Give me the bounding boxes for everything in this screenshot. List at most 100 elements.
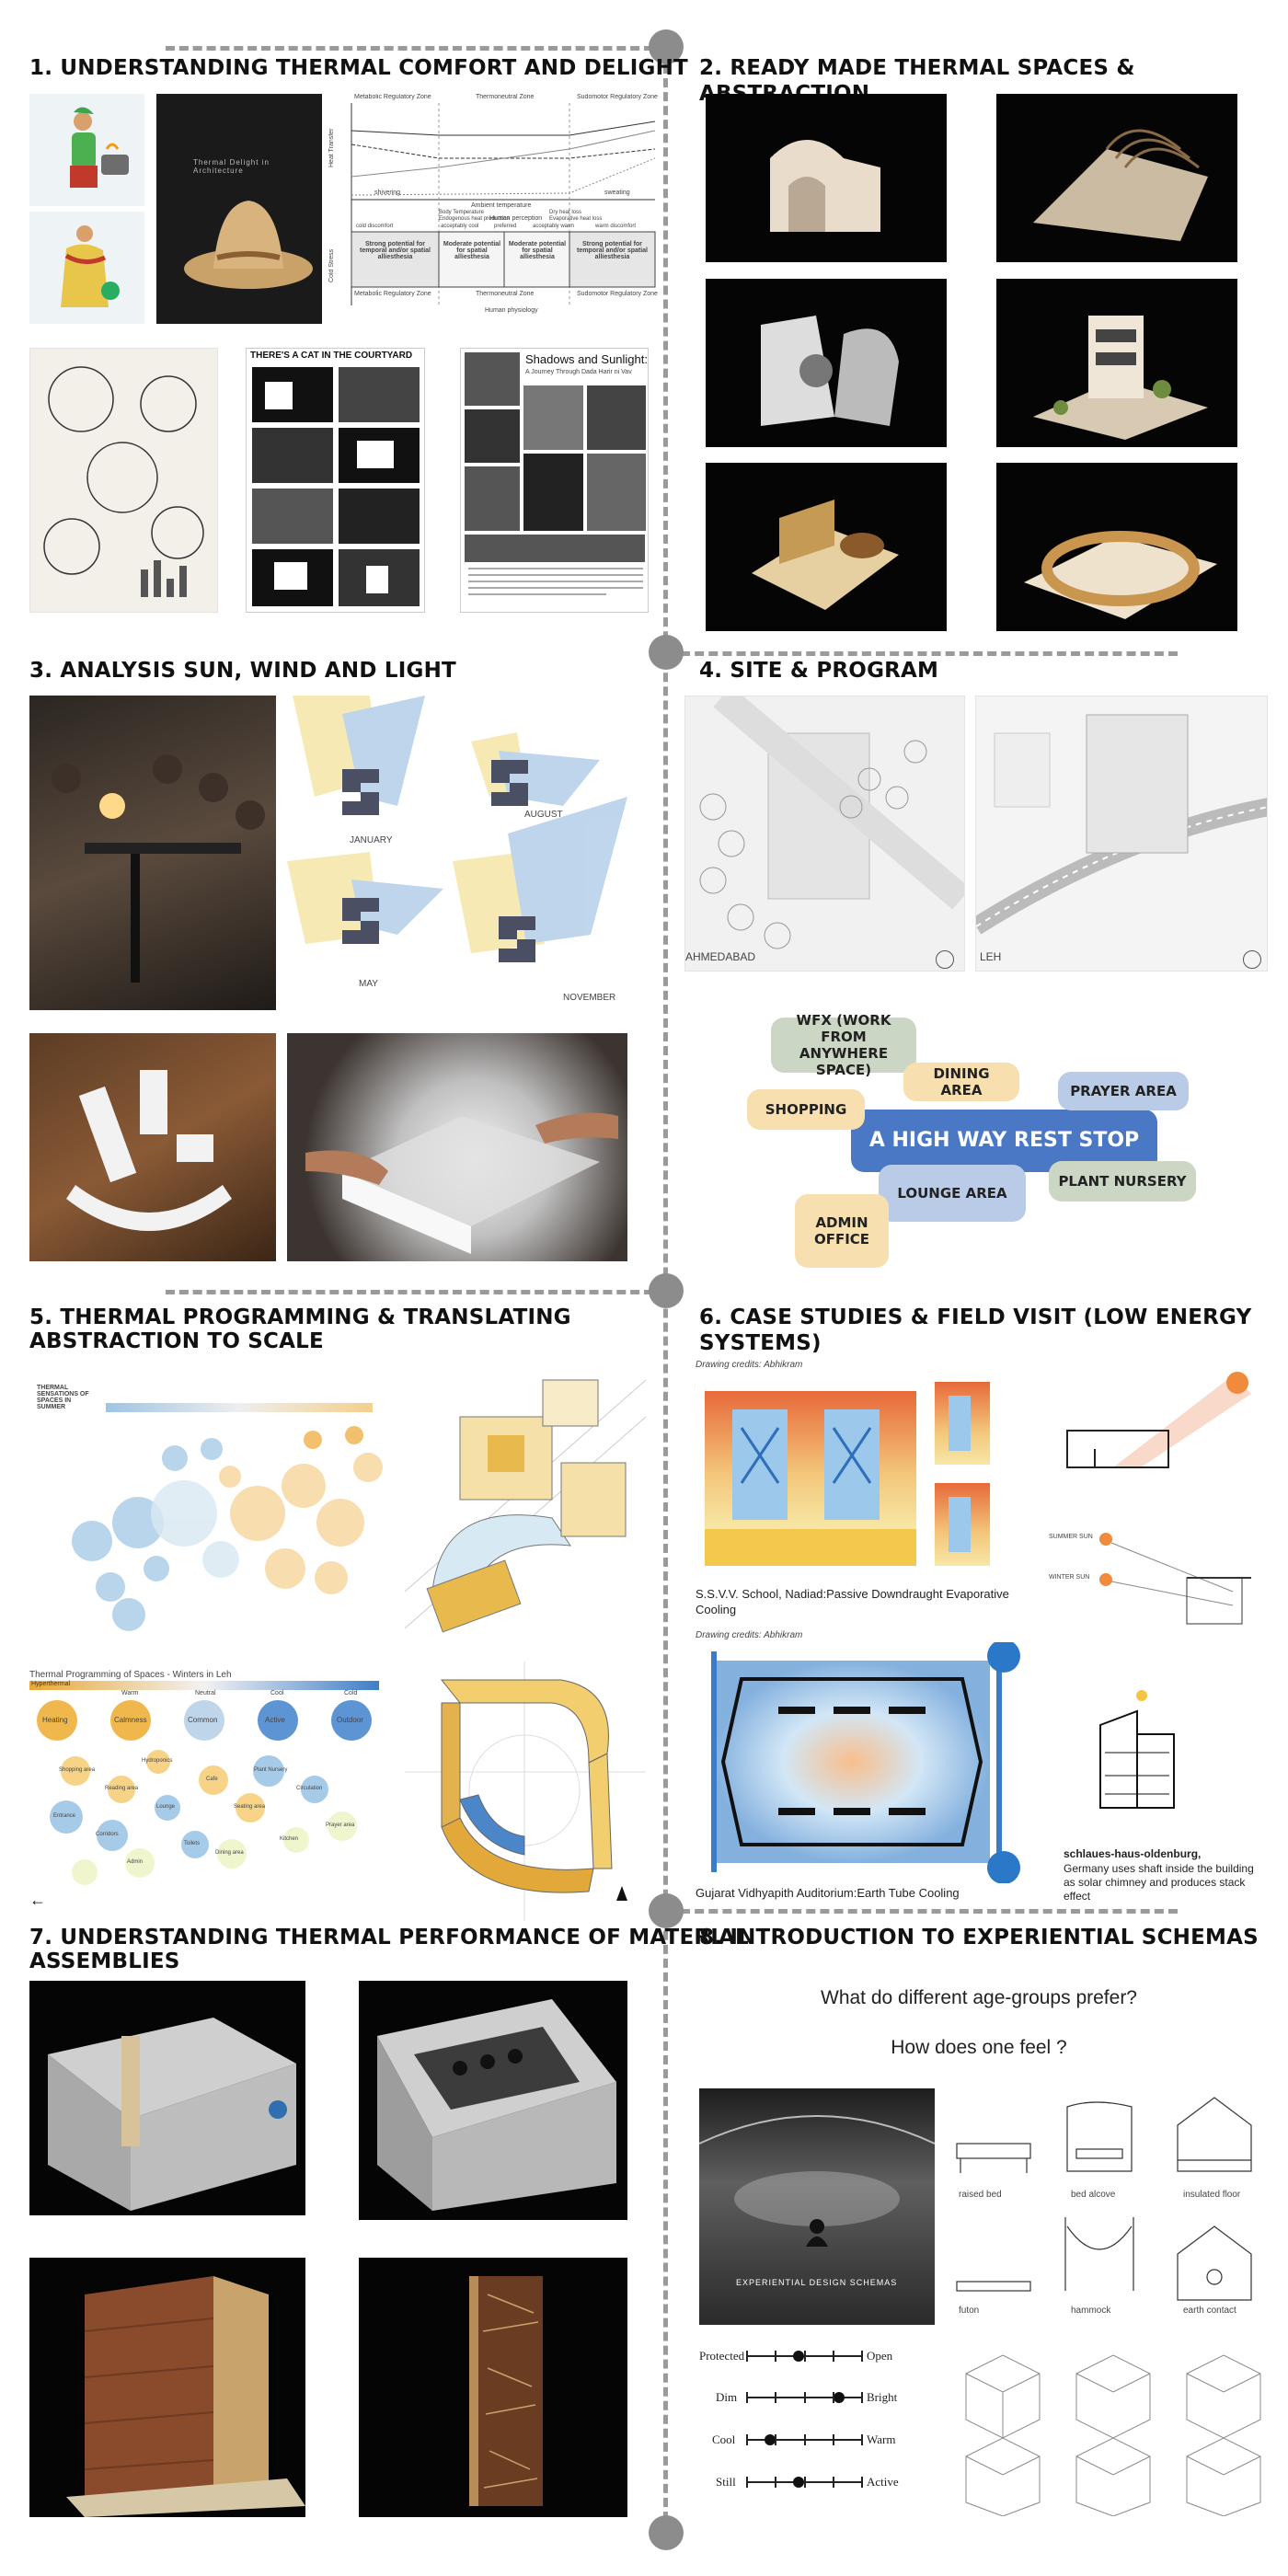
scale-label: Neutral: [195, 1690, 216, 1696]
slider-tick: [861, 2392, 863, 2403]
slider-knob[interactable]: [793, 2351, 805, 2362]
slider-left-label: Protected: [699, 2349, 745, 2363]
section-heading-1: 1. UNDERSTANDING THERMAL COMFORT AND DEL…: [29, 56, 688, 80]
zone-label: cold discomfort: [356, 224, 394, 229]
feeling-sliders: Protected Open Dim Bright Cool Warm Stil…: [699, 2337, 938, 2521]
slider-knob[interactable]: [765, 2434, 776, 2445]
leh-programming-chart: Thermal Programming of Spaces - Winters …: [29, 1670, 393, 1914]
zone-label: Cold Stress: [328, 248, 335, 282]
plan-ahmedabad-programming: [405, 1362, 646, 1645]
zone-label: Moderate potential for spatial alliesthe…: [508, 241, 567, 260]
isometric-sketches: [948, 2337, 1265, 2516]
zone-label: Dry heat loss: [549, 210, 582, 215]
slider-tick: [746, 2477, 748, 2488]
space-label: Admin: [127, 1859, 144, 1865]
programming-title: Thermal Programming of Spaces - Winters …: [29, 1670, 232, 1680]
model-photo-abstract: [706, 279, 947, 447]
thermal-sensations-label: THERMAL SENSATIONS OF SPACES IN SUMMER: [37, 1385, 89, 1410]
earth-tube-plan: [696, 1642, 1027, 1883]
space-label: Reading area: [105, 1786, 139, 1791]
zone-label: shivering: [374, 190, 401, 196]
site-plan-leh: LEH: [975, 696, 1268, 972]
program-bubble-nursery: PLANT NURSERY: [1049, 1161, 1196, 1202]
model-photo-courtyard: [706, 463, 947, 631]
thermal-sensations-bubbles: THERMAL SENSATIONS OF SPACES IN SUMMER: [37, 1385, 400, 1642]
zone-label: Moderate potential for spatial alliesthe…: [443, 241, 501, 260]
slider-knob[interactable]: [793, 2477, 805, 2488]
month-label: JANUARY: [350, 835, 393, 845]
sun-wind-diagrams: JANUARY AUGUST MAY NOVEMBER: [287, 696, 627, 1010]
downdraught-section: [696, 1373, 1018, 1582]
bed-sketches: raised bed bed alcove insulated floor fu…: [948, 2088, 1265, 2325]
section-heading-3: 3. ANALYSIS SUN, WIND AND LIGHT: [29, 659, 456, 683]
drawing-credits: Drawing credits: Abhikram: [696, 1360, 803, 1370]
month-label: MAY: [359, 979, 378, 989]
plan-leh-programming: [405, 1662, 646, 1921]
book-cover-thermal-delight: Thermal Delight in Architecture: [156, 94, 322, 324]
program-bubble-admin: ADMIN OFFICE: [795, 1194, 889, 1268]
zone-label: Body Temperature: [439, 210, 484, 215]
photo-light-analysis: [29, 696, 276, 1010]
site-label-leh: LEH: [980, 950, 1002, 963]
slider-left-label: Dim: [716, 2390, 738, 2404]
summer-winter-sun-diagram: SUMMER SUN WINTER SUN: [1049, 1523, 1260, 1642]
section-heading-8: 8. INTRODUCTION TO EXPERIENTIAL SCHEMAS: [699, 1926, 1259, 1949]
illustration-woman-cooking: [29, 94, 144, 206]
sketch-label: hammock: [1071, 2306, 1111, 2316]
slider-right-label: Active: [867, 2475, 899, 2489]
space-label: Toilets: [184, 1841, 201, 1846]
section-heading-5-line2: ABSTRACTION TO SCALE: [29, 1329, 324, 1353]
slider-tick: [832, 2351, 834, 2362]
zone-label: warm discomfort: [595, 224, 637, 229]
sketch-label: earth contact: [1183, 2306, 1236, 2316]
stack-effect-diagram: [1082, 1688, 1202, 1812]
thermal-zones-diagram: Metabolic Regulatory Zone Thermoneutral …: [328, 94, 661, 324]
zone-label: Sudomotor Regulatory Zone: [577, 291, 658, 297]
winter-sun-label: WINTER SUN: [1049, 1574, 1090, 1581]
scale-label: Warm: [121, 1690, 139, 1696]
north-arrow-icon: [1243, 950, 1261, 969]
slider-tick: [746, 2434, 748, 2445]
sketch-label: bed alcove: [1071, 2190, 1116, 2200]
slider-tick: [803, 2392, 806, 2403]
zone-label: Strong potential for temporal and/or spa…: [576, 241, 649, 260]
zone-label: Metabolic Regulatory Zone: [354, 94, 431, 100]
program-bubble-shopping: SHOPPING: [747, 1089, 865, 1130]
section-heading-7-line2: ASSEMBLIES: [29, 1949, 180, 1973]
zone-label: Thermoneutral Zone: [476, 94, 535, 100]
slider-tick: [775, 2434, 777, 2445]
divider-node: [649, 1893, 684, 1928]
zone-label: Ambient temperature: [471, 202, 532, 209]
case-study-3-name: schlaues-haus-oldenburg,: [1064, 1847, 1202, 1860]
book-cover-experiential: EXPERIENTIAL DESIGN SCHEMAS: [699, 2088, 935, 2325]
photo-rammed-earth: [29, 2258, 305, 2517]
scale-label: Cold: [344, 1690, 358, 1696]
zone-label: Human perception: [489, 215, 543, 222]
space-label: Hydroponics: [142, 1758, 173, 1764]
slider-tick: [861, 2477, 863, 2488]
month-label: NOVEMBER: [563, 993, 616, 1003]
slider-knob[interactable]: [834, 2392, 845, 2403]
model-photo-ring: [996, 463, 1237, 631]
slider-right-label: Warm: [867, 2432, 896, 2446]
category-label: Active: [265, 1716, 285, 1724]
zone-label: Heat Transfer: [328, 128, 335, 167]
slider-right-label: Bright: [867, 2390, 898, 2404]
shadows-title: Shadows and Sunlight:: [525, 352, 648, 366]
program-bubble-wfx: WFX (WORK FROM ANYWHERE SPACE): [771, 1012, 916, 1078]
comic-page: THERE'S A CAT IN THE COURTYARD: [246, 348, 425, 613]
experiential-book-title: EXPERIENTIAL DESIGN SCHEMAS: [736, 2278, 898, 2287]
zone-label: Strong potential for temporal and/or spa…: [359, 241, 431, 260]
space-label: Cafe: [206, 1777, 218, 1782]
slider-left-label: Cool: [712, 2432, 736, 2446]
photo-foil-box-top: [359, 1981, 627, 2220]
zone-label: acceptably warm: [533, 224, 575, 229]
slider-tick: [803, 2434, 806, 2445]
section-heading-7-line1: 7. UNDERSTANDING THERMAL PERFORMANCE OF …: [29, 1926, 749, 1949]
model-photo-vaults: [706, 94, 947, 262]
case-study-2-caption: Gujarat Vidhyapith Auditorium:Earth Tube…: [696, 1886, 960, 1900]
divider-top: [166, 46, 653, 51]
slider-left-label: Still: [716, 2475, 736, 2489]
case-study-1-caption: S.S.V.V. School, Nadiad:Passive Downdrau…: [696, 1587, 1009, 1616]
divider-node: [649, 1273, 684, 1308]
